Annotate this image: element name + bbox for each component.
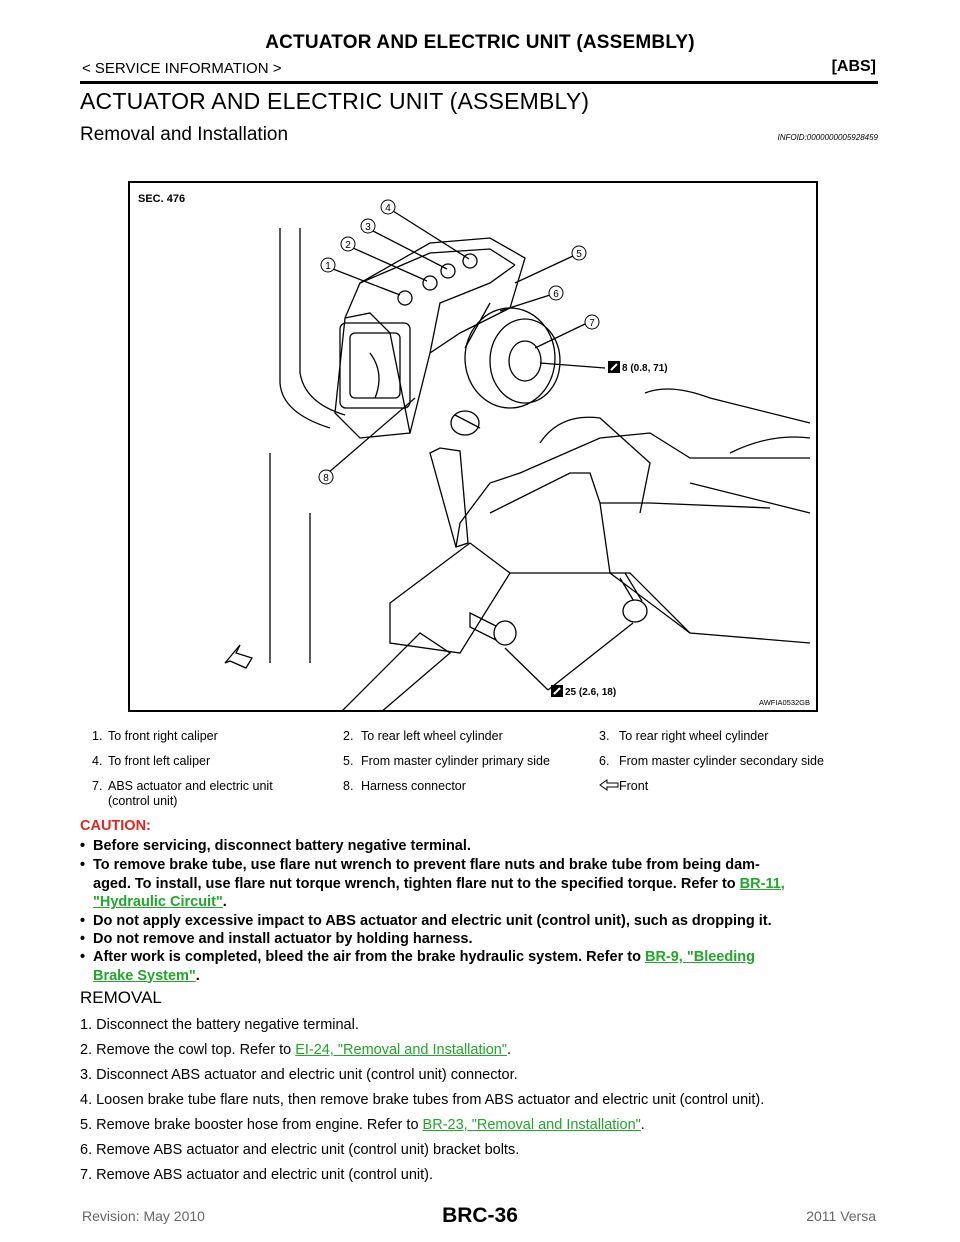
callout-1: 1 bbox=[325, 261, 331, 272]
legend-text: To rear right wheel cylinder bbox=[619, 729, 769, 743]
link-hydraulic-circuit[interactable]: "Hydraulic Circuit" bbox=[93, 894, 223, 910]
punctuation: . bbox=[222, 894, 227, 910]
callout-2: 2 bbox=[345, 240, 351, 251]
legend-row: 1. To front right caliper 2. To rear lef… bbox=[92, 729, 882, 754]
caution-item: •To remove brake tube, use flare nut wre… bbox=[80, 857, 785, 910]
header-code: [ABS] bbox=[831, 58, 876, 75]
punctuation: . bbox=[640, 1117, 645, 1133]
legend-number: 6. bbox=[599, 754, 610, 768]
legend-row: 4. To front left caliper 5. From master … bbox=[92, 754, 882, 779]
front-arrow-icon bbox=[224, 644, 253, 669]
link-br-9[interactable]: BR-9, "Bleeding bbox=[644, 949, 755, 965]
removal-step-4: 4. Loosen brake tube flare nuts, then re… bbox=[80, 1092, 765, 1108]
callout-3: 3 bbox=[365, 222, 371, 233]
torque-wrench-icon bbox=[551, 685, 563, 697]
punctuation: . bbox=[506, 1042, 512, 1058]
removal-step-1: 1. Disconnect the battery negative termi… bbox=[80, 1017, 359, 1033]
caution-item: •Do not apply excessive impact to ABS ac… bbox=[80, 913, 772, 929]
link-br-23[interactable]: BR-23, "Removal and Installation" bbox=[422, 1117, 641, 1133]
front-arrow-icon bbox=[599, 779, 619, 819]
torque-lower: 25 (2.6, 18) bbox=[565, 687, 616, 698]
legend-number: 2. bbox=[343, 729, 354, 743]
caution-item: •Do not remove and install actuator by h… bbox=[80, 931, 473, 947]
legend-number: 4. bbox=[92, 754, 103, 768]
figure-id: AWFIA0532GB bbox=[759, 698, 810, 707]
page-title: ACTUATOR AND ELECTRIC UNIT (ASSEMBLY) bbox=[80, 88, 590, 114]
caution-text: To remove brake tube, use flare nut wren… bbox=[93, 857, 760, 873]
legend-number: 5. bbox=[343, 754, 354, 768]
callout-4: 4 bbox=[385, 203, 391, 214]
callout-7: 7 bbox=[589, 318, 595, 329]
caution-text: Do not apply excessive impact to ABS act… bbox=[93, 913, 772, 929]
link-bleeding-brake-system[interactable]: Brake System" bbox=[93, 967, 196, 984]
caution-text: Do not remove and install actuator by ho… bbox=[93, 931, 473, 947]
legend-text: To front right caliper bbox=[108, 729, 218, 743]
header-rule bbox=[80, 81, 878, 84]
header-section: < SERVICE INFORMATION > bbox=[82, 60, 282, 77]
removal-step-7: 7. Remove ABS actuator and electric unit… bbox=[80, 1167, 434, 1183]
link-br-11[interactable]: BR-11, bbox=[739, 875, 785, 892]
info-id: INFOID:0000000005928459 bbox=[777, 133, 878, 142]
caution-text: aged. To install, use flare nut torque w… bbox=[93, 875, 740, 892]
legend-text: From master cylinder primary side bbox=[361, 754, 550, 768]
legend-number: 3. bbox=[599, 729, 610, 743]
removal-heading: REMOVAL bbox=[80, 988, 162, 1007]
torque-wrench-icon bbox=[608, 361, 620, 373]
legend-number: 1. bbox=[92, 729, 103, 743]
legend-text: To rear left wheel cylinder bbox=[361, 729, 503, 743]
callout-8: 8 bbox=[323, 473, 329, 484]
footer-page-code: BRC-36 bbox=[442, 1204, 518, 1227]
caution-item: •After work is completed, bleed the air … bbox=[80, 949, 755, 984]
header-title: ACTUATOR AND ELECTRIC UNIT (ASSEMBLY) bbox=[265, 32, 695, 53]
legend-text: ABS actuator and electric unit (control … bbox=[108, 779, 273, 808]
caution-item: •Before servicing, disconnect battery ne… bbox=[80, 838, 471, 854]
removal-step-3: 3. Disconnect ABS actuator and electric … bbox=[80, 1067, 518, 1083]
footer-revision: Revision: May 2010 bbox=[82, 1208, 205, 1224]
caution-text: After work is completed, bleed the air f… bbox=[93, 949, 645, 965]
legend-number: 8. bbox=[343, 779, 354, 793]
removal-step-2: 2. Remove the cowl top. Refer to EI-24, … bbox=[80, 1042, 511, 1058]
legend-text: Front bbox=[619, 779, 649, 793]
callout-6: 6 bbox=[553, 289, 559, 300]
abs-actuator-diagram: SEC. 476 bbox=[128, 181, 818, 712]
legend-table: 1. To front right caliper 2. To rear lef… bbox=[92, 729, 882, 819]
callout-5: 5 bbox=[576, 249, 582, 260]
caution-text: Before servicing, disconnect battery neg… bbox=[93, 838, 471, 854]
section-subtitle: Removal and Installation bbox=[80, 124, 289, 145]
legend-row: 7. ABS actuator and electric unit (contr… bbox=[92, 779, 882, 819]
step-text: 5. Remove brake booster hose from engine… bbox=[80, 1117, 423, 1133]
footer-model: 2011 Versa bbox=[806, 1208, 876, 1224]
removal-step-5: 5. Remove brake booster hose from engine… bbox=[80, 1117, 645, 1133]
legend-text: Harness connector bbox=[361, 779, 466, 793]
removal-step-6: 6. Remove ABS actuator and electric unit… bbox=[80, 1142, 520, 1158]
torque-upper: 8 (0.8, 71) bbox=[622, 363, 668, 374]
step-text: 2. Remove the cowl top. Refer to bbox=[80, 1042, 296, 1058]
legend-text: From master cylinder secondary side bbox=[619, 754, 824, 768]
caution-heading: CAUTION: bbox=[80, 818, 151, 834]
legend-text: To front left caliper bbox=[108, 754, 211, 768]
punctuation: . bbox=[195, 967, 200, 984]
figure-section-label: SEC. 476 bbox=[138, 193, 185, 205]
link-ei-24[interactable]: EI-24, "Removal and Installation" bbox=[295, 1042, 507, 1058]
legend-number: 7. bbox=[92, 779, 103, 793]
